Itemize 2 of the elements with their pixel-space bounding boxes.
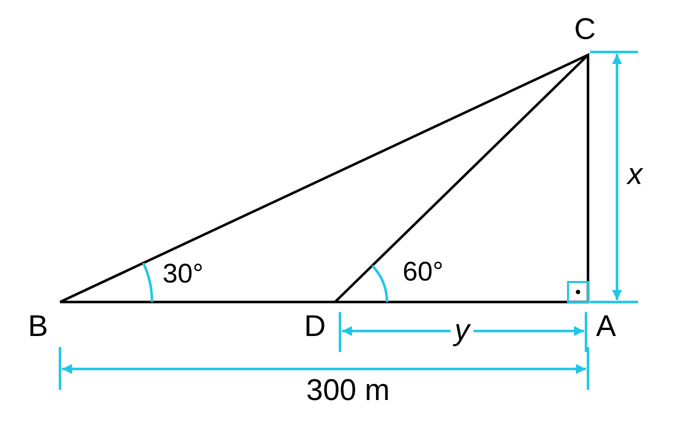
angle-label: 60° — [402, 258, 444, 286]
angle-label: 30° — [162, 260, 204, 288]
